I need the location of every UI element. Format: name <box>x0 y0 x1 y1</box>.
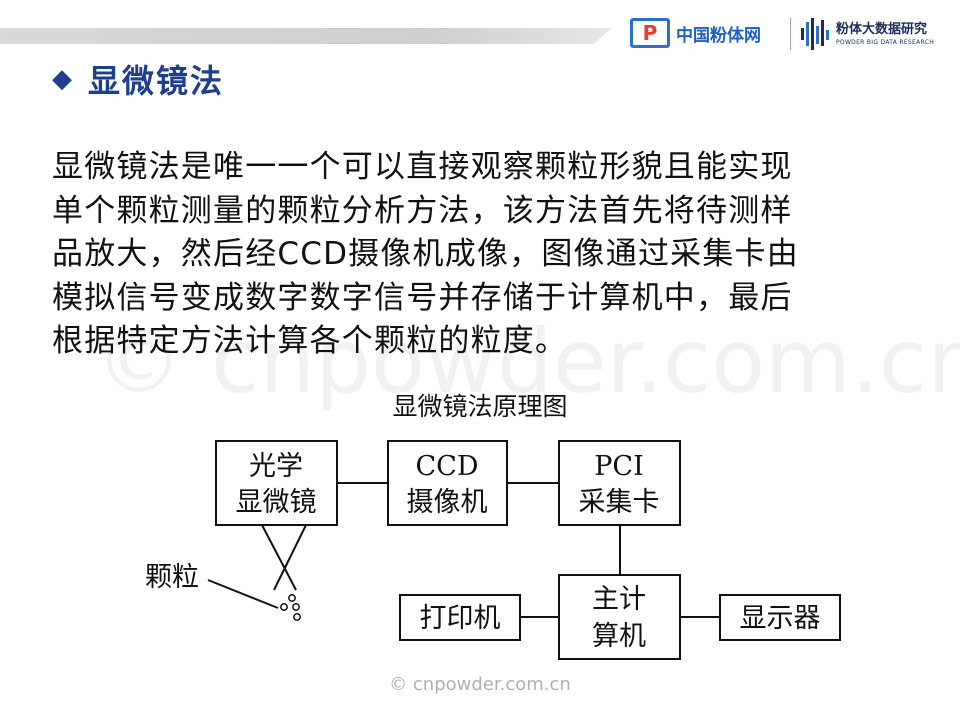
cnpowder-logo-mark: P <box>630 18 670 48</box>
particle-dot <box>280 603 288 611</box>
particle-dot <box>292 603 300 611</box>
microscope-label-line1: 光学 <box>249 451 303 482</box>
display-box <box>719 594 841 641</box>
microscope-box <box>215 440 338 526</box>
cnpowder-logo[interactable]: P 中国粉体网 <box>630 18 761 48</box>
bigdata-bars-icon <box>801 18 829 50</box>
printer-box <box>399 594 521 641</box>
body-line: 显微镜法是唯一一个可以直接观察颗粒形貌且能实现 <box>52 149 793 185</box>
cnpowder-logo-text: 中国粉体网 <box>676 25 761 46</box>
bottom-watermark: © cnpowder.com.cn <box>389 674 571 695</box>
particles-label: 颗粒 <box>145 562 199 593</box>
section-title-text: 显微镜法 <box>88 62 225 100</box>
body-line: 品放大，然后经CCD摄像机成像，图像通过采集卡由 <box>52 236 799 272</box>
ccd-camera-box <box>387 440 508 526</box>
ccd-label-line1: CCD <box>416 451 479 482</box>
logo-divider <box>790 18 791 50</box>
body-line: 单个颗粒测量的颗粒分析方法，该方法首先将待测样 <box>52 192 793 229</box>
bigdata-logo[interactable]: 粉体大数据研究 POWDER BIG DATA RESEARCH <box>836 18 934 46</box>
bigdata-logo-en: POWDER BIG DATA RESEARCH <box>836 39 935 46</box>
header-logos: P 中国粉体网 粉体大数据研究 POWDER BIG DATA RESEARCH <box>630 16 950 54</box>
section-title: ◆ 显微镜法 <box>52 56 224 102</box>
light-ray-line <box>261 524 297 591</box>
body-line: 根据特定方法计算各个颗粒的粒度。 <box>52 323 568 359</box>
body-paragraph: 显微镜法是唯一一个可以直接观察颗粒形貌且能实现 单个颗粒测量的颗粒分析方法，该方… <box>52 146 922 364</box>
diamond-icon: ◆ <box>52 64 72 94</box>
pci-label-line1: PCI <box>594 451 644 482</box>
computer-label-line2: 算机 <box>592 621 646 652</box>
microscope-label-line2: 显微镜 <box>236 487 317 518</box>
background-watermark: © cnpowder.com.cn <box>95 310 960 413</box>
pci-label-line2: 采集卡 <box>579 487 660 518</box>
body-line: 模拟信号变成数字数字信号并存储于计算机中，最后 <box>52 279 793 316</box>
computer-box <box>558 574 681 660</box>
display-label: 显示器 <box>740 603 821 634</box>
particles-pointer-line <box>207 579 279 609</box>
computer-label-line1: 主计 <box>592 584 646 615</box>
particle-dot <box>288 594 296 602</box>
light-ray-line <box>273 524 307 591</box>
header-bar <box>0 28 612 44</box>
printer-label: 打印机 <box>420 603 501 634</box>
pci-card-box <box>558 440 681 526</box>
particle-dot <box>293 613 301 621</box>
diagram-title: 显微镜法原理图 <box>392 392 567 421</box>
bigdata-logo-cn: 粉体大数据研究 <box>836 22 928 37</box>
ccd-label-line2: 摄像机 <box>407 487 488 518</box>
